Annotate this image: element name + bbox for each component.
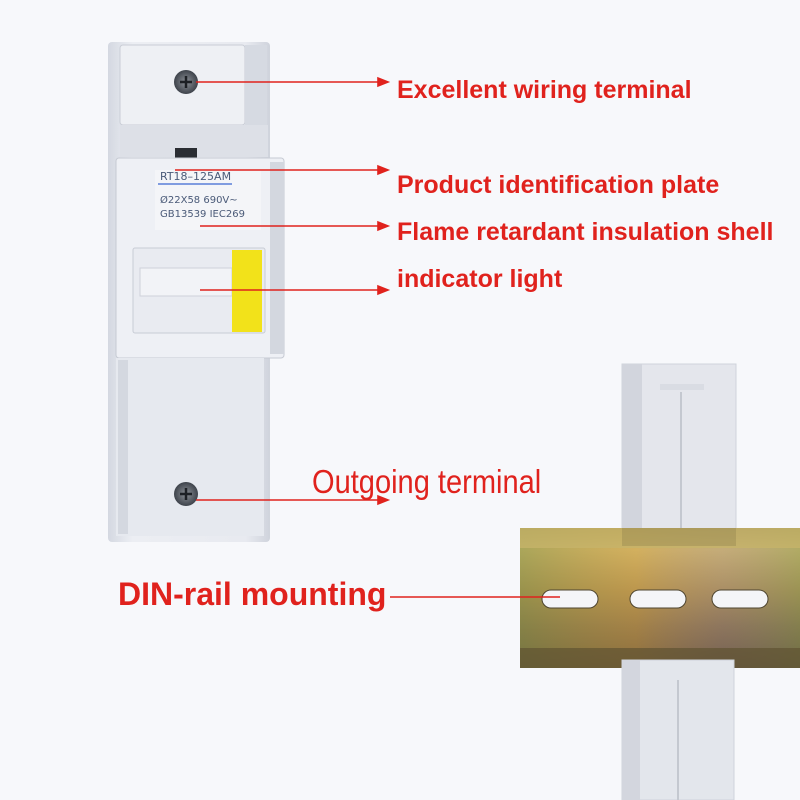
callout-wiring-terminal: Excellent wiring terminal	[397, 76, 692, 104]
callout-outgoing-terminal: Outgoing terminal	[312, 463, 542, 500]
top-screw-icon	[174, 70, 198, 94]
plate-spec: Ø22X58 690V~	[160, 195, 238, 206]
leader-lines	[175, 76, 560, 598]
callout-identification-plate: Product identification plate	[397, 171, 720, 199]
fuse-holder	[108, 42, 285, 542]
callout-indicator-light: indicator light	[397, 265, 563, 293]
din-rail-assembly	[520, 363, 800, 800]
indicator-light	[232, 250, 262, 332]
bottom-screw-icon	[174, 482, 198, 506]
callout-din-rail: DIN-rail mounting	[118, 576, 387, 612]
callout-insulation-shell: Flame retardant insulation shell	[397, 218, 774, 246]
plate-model: RT18–125AM	[160, 170, 232, 183]
plate-standards: GB13539 IEC269	[160, 209, 245, 220]
